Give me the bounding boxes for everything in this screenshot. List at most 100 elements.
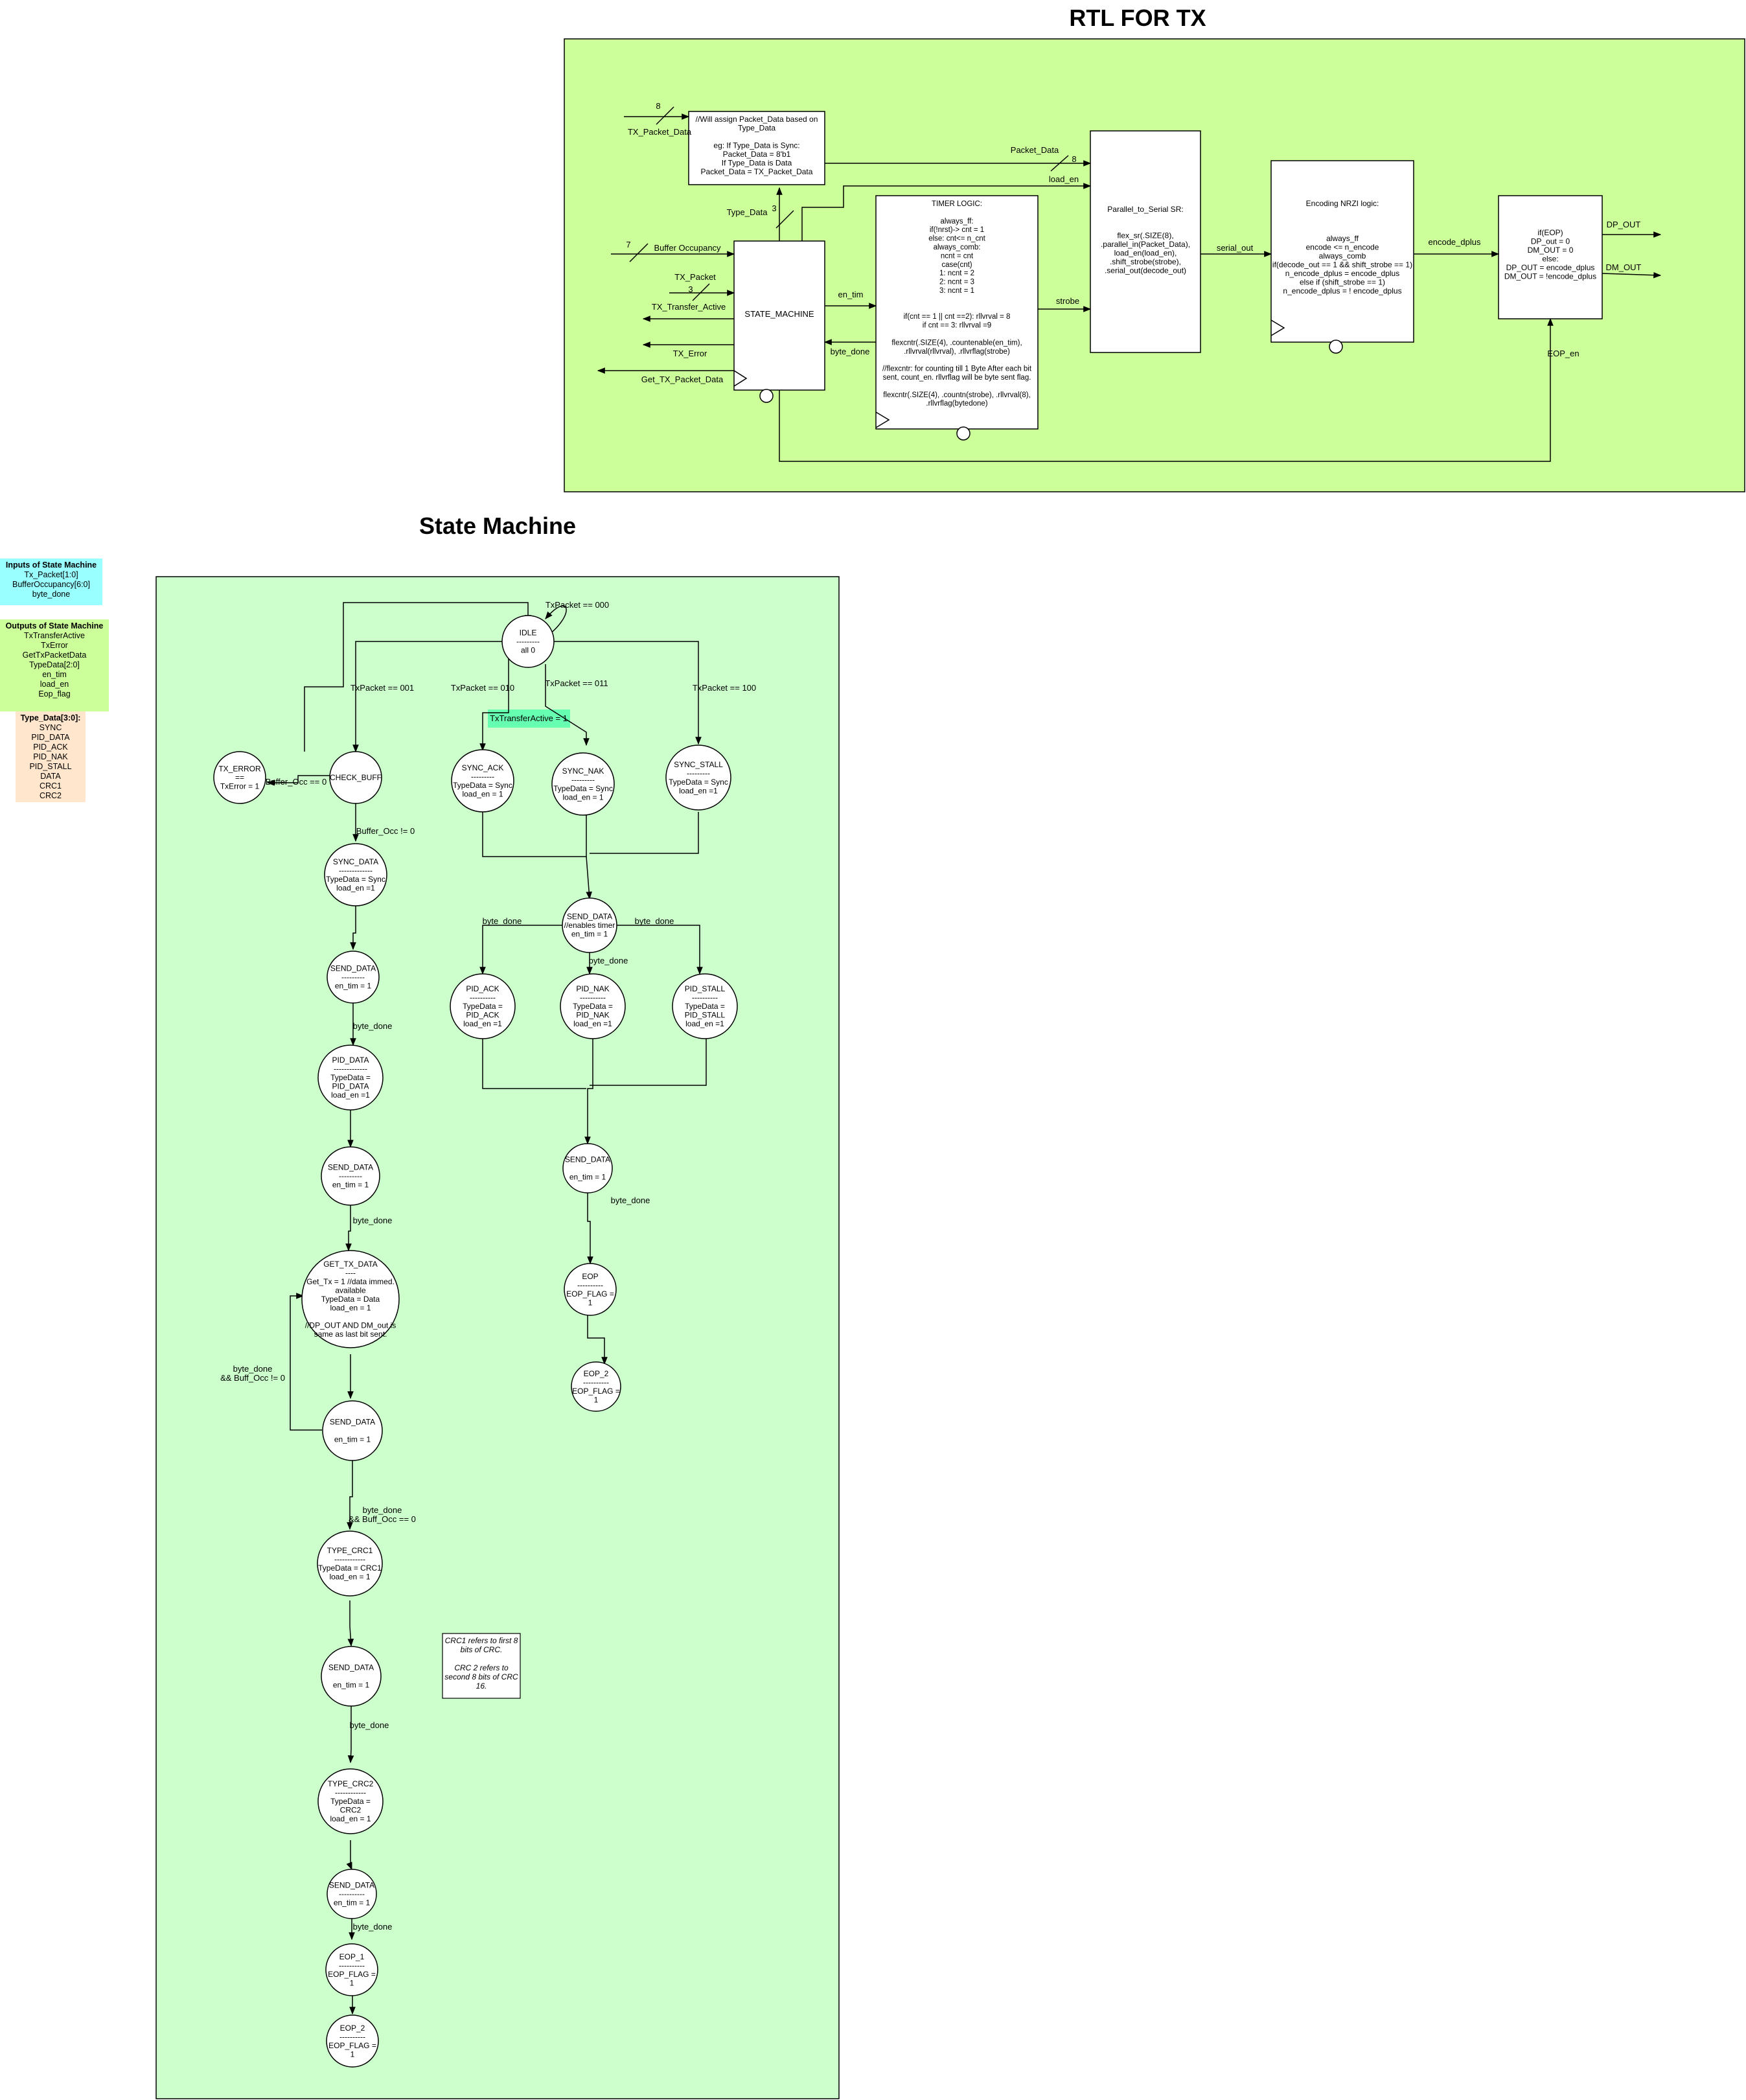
text-line: TypeData = [685, 1002, 725, 1011]
bus-width-label: 7 [626, 240, 630, 249]
text-line: if(EOP) [1537, 228, 1563, 237]
text-line: EOP_2 [340, 2024, 365, 2033]
text-line: en_tim = 1 [333, 1681, 370, 1690]
serial-sr-text: Parallel_to_Serial SR:flex_sr(.SIZE(8),.… [1101, 205, 1190, 275]
transition-label: byte_done [233, 1364, 273, 1374]
text-line: load_en = 1 [462, 789, 503, 798]
outputs-legend-item: TypeData[2:0] [29, 660, 80, 669]
state-pid-ack [450, 973, 516, 1039]
text-line: en_tim = 1 [569, 1173, 606, 1182]
text-line: SEND_DATA [328, 1163, 373, 1172]
text-line: always_comb: [934, 244, 981, 251]
text-line: encode <= n_encode [1306, 243, 1379, 252]
inputs-legend-title: Inputs of State Machine [5, 560, 97, 570]
text-line: .rllvrval(rllvrval), .rllvrflag(strobe) [904, 348, 1010, 356]
en-tim-label: en_tim [838, 290, 863, 299]
text-line: SEND_DATA [565, 1155, 610, 1164]
serial-sr-block [1090, 130, 1201, 353]
text-line: SEND_DATA [329, 1881, 374, 1890]
text-line: EOP_FLAG = [572, 1387, 620, 1396]
text-line: ------------ [335, 1788, 366, 1797]
state-eop-1 [325, 1943, 378, 1996]
typedata-legend-item: SYNC [39, 723, 62, 732]
tx-error-label: TX_Error [673, 349, 707, 358]
inputs-legend-item: BufferOccupancy[6:0] [12, 580, 90, 589]
text-line: EOP_FLAG = [328, 2041, 376, 2050]
eop-en-wire [779, 317, 1554, 462]
text-line: //DP_OUT AND DM_out is [305, 1321, 396, 1330]
sm-panel [155, 576, 840, 2099]
text-line: EOP_FLAG = [328, 1970, 376, 1979]
text-line: TYPE_CRC1 [327, 1546, 373, 1555]
text-line: TYPE_CRC2 [328, 1779, 374, 1788]
text-line: PID_NAK [576, 984, 609, 993]
text-line: TypeData = CRC1 [318, 1563, 382, 1573]
sync-data-to-send-wire [350, 906, 356, 951]
transition-label: TxPacket == 000 [546, 600, 609, 610]
text-line: en_tim = 1 [334, 1435, 371, 1444]
text-line: TypeData = [463, 1002, 503, 1011]
transition-label: byte_done [353, 1021, 393, 1031]
text-line: CHECK_BUFF [330, 773, 382, 782]
state-eop-2r [571, 1361, 621, 1412]
get-tx-packet-data-label: Get_TX_Packet_Data [641, 375, 724, 384]
text-line: flexcntr(.SIZE(4), .countn(strobe), .rll… [883, 391, 1031, 399]
transition-label: byte_done [353, 1922, 393, 1932]
text-line: 1 [350, 1978, 354, 1987]
text-line: .shift_strobe(strobe), [1110, 257, 1181, 266]
text-line: SYNC_STALL [674, 760, 723, 769]
text-line: 16. [476, 1681, 487, 1690]
text-line: PID_NAK [576, 1011, 609, 1020]
text-line: load_en = 1 [330, 1814, 371, 1823]
send-to-eop-wire [587, 1192, 593, 1265]
text-line: second 8 bits of CRC [444, 1672, 518, 1681]
text-line: 1 [588, 1298, 593, 1307]
transition-label: && Buff_Occ != 0 [220, 1373, 285, 1383]
text-line: PID_STALL [685, 984, 726, 993]
text-line: TX_ERROR [218, 765, 261, 774]
idle-self-loop [544, 605, 567, 639]
eop-to-eop2-wire [587, 1312, 608, 1365]
typedata-legend-item: CRC1 [39, 781, 62, 790]
transfer-active-note-text: TxTransferActive = 1 [490, 713, 568, 723]
text-line: SEND_DATA [330, 1418, 375, 1427]
text-line: ------------- [339, 866, 373, 875]
dm-out-wire [1602, 271, 1662, 279]
text-line: load_en =1 [679, 786, 718, 795]
text-line: n_encode_dplus = encode_dplus [1285, 269, 1399, 278]
text-line: If Type_Data is Data [722, 159, 792, 168]
sm-title: State Machine [419, 513, 576, 539]
bus-slash [629, 243, 649, 262]
text-line: all 0 [521, 646, 535, 655]
send-to-pid-ack-wire [479, 925, 564, 975]
typedata-legend-item: CRC2 [39, 791, 62, 800]
text-line: CRC2 [340, 1806, 362, 1815]
state-sync-nak [551, 752, 615, 816]
load-en-wire [801, 183, 1092, 241]
text-line: if(decode_out == 1 && shift_strobe == 1) [1272, 260, 1412, 270]
state-pid-data [317, 1044, 384, 1111]
text-line: load_en =1 [336, 883, 375, 892]
transition-label: byte_done [611, 1195, 650, 1205]
text-line: load_en =1 [331, 1090, 370, 1100]
outputs-legend: Outputs of State Machine TxTransferActiv… [0, 619, 109, 711]
state-pid-nak [560, 973, 626, 1039]
text-line: //enables timer [564, 921, 615, 930]
text-line: //flexcntr: for counting till 1 Byte Aft… [882, 365, 1032, 373]
typedata-legend-item: PID_STALL [29, 762, 72, 771]
state-send-data-r2 [562, 1143, 613, 1194]
text-line: always_ff [1326, 234, 1359, 243]
encode-dplus-label: encode_dplus [1429, 237, 1481, 247]
text-line: CRC 2 refers to [454, 1663, 509, 1672]
text-line: if cnt == 3: rllvrval =9 [923, 322, 991, 330]
text-line: else if (shift_strobe == 1) [1300, 278, 1385, 287]
state-eop-2 [326, 2014, 379, 2068]
buffer-occupancy-label: Buffer Occupancy [654, 243, 721, 253]
text-line: ---------- [692, 993, 718, 1002]
crc2-to-send-wire [346, 1840, 352, 1871]
text-line: --------- [516, 637, 540, 646]
text-line: --------- [339, 1171, 362, 1181]
nrzi-block [1270, 160, 1414, 343]
text-line: TypeData = Sync [553, 784, 613, 793]
